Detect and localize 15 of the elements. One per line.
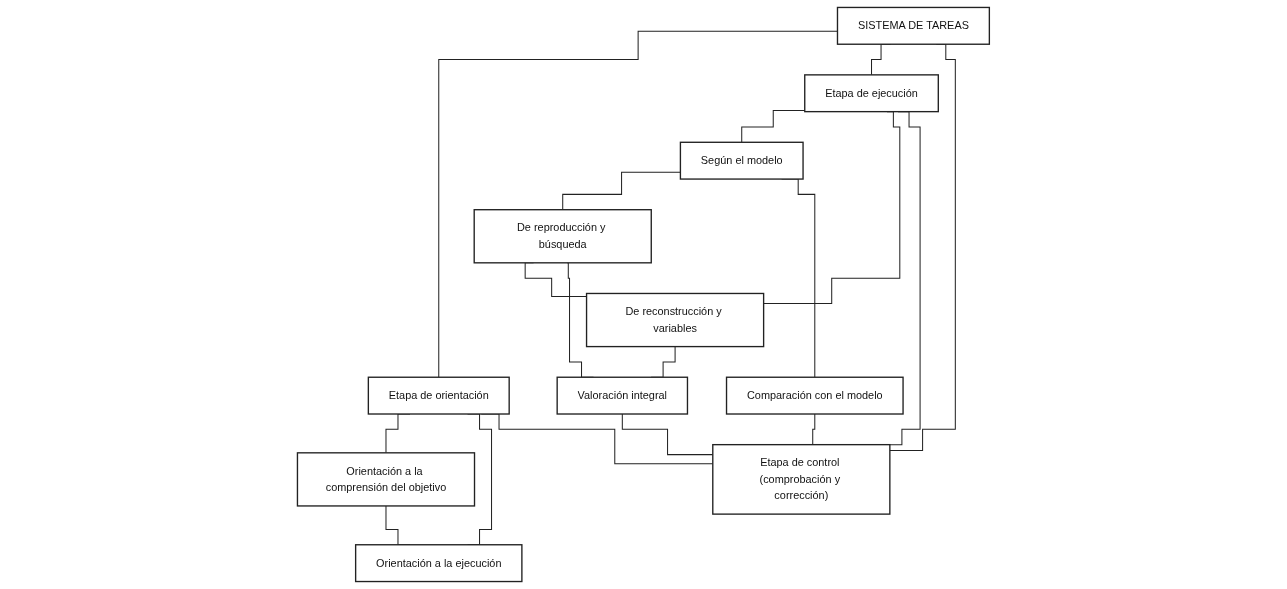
- connector: [763, 111, 901, 305]
- connector: [810, 413, 816, 446]
- connector: [562, 171, 681, 211]
- node-box: De reconstrucción y variables: [585, 292, 765, 348]
- connector: [889, 43, 956, 452]
- node-box: Orientación a la ejecución: [355, 544, 523, 583]
- node-box: Etapa de control (comprobación y corrección): [712, 443, 891, 515]
- node-box: SISTEMA DE TAREAS: [836, 6, 991, 45]
- node-box: De reproducción y búsqueda: [473, 209, 653, 264]
- node-box: Según el modelo: [679, 141, 804, 180]
- node-box: Etapa de ejecución: [804, 74, 940, 113]
- node-box: Comparación con el modelo: [725, 376, 904, 415]
- node-box: Etapa de orientación: [367, 376, 510, 415]
- node-box: Orientación a la comprensión del objetivo: [296, 452, 476, 507]
- node-box: Valoración integral: [556, 376, 689, 415]
